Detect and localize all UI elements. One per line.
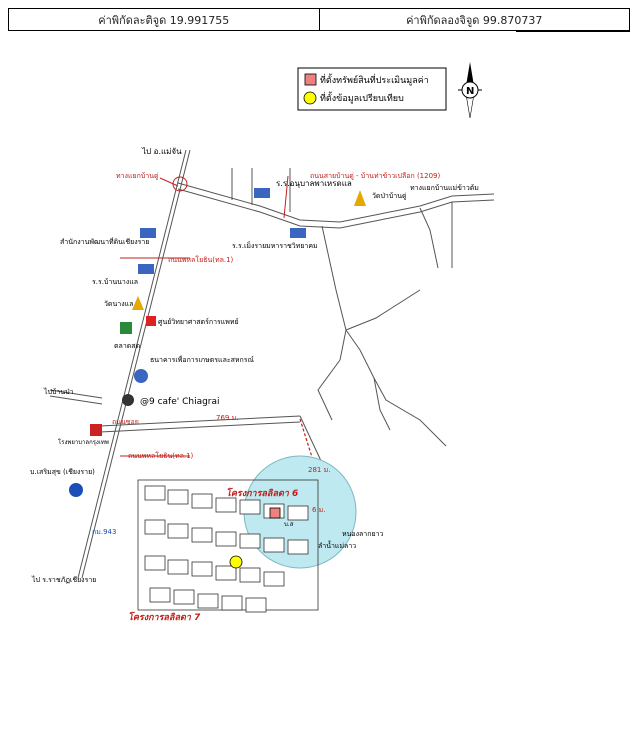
to-ban-pa-label: ไปบ้านป่า <box>43 387 74 396</box>
annotation-leaders <box>120 175 289 457</box>
lake-label: หนองลากยาว <box>342 530 384 538</box>
restaurant-icon <box>122 394 134 406</box>
school-icon <box>254 188 270 198</box>
school-3-icon <box>138 264 154 274</box>
highway-road <box>77 149 191 579</box>
hospital-icon <box>90 424 102 436</box>
ban-du-junction-label: ทางแยกบ้านดู่ <box>116 172 159 180</box>
cafe-label: @9 cafe' Chiagrai <box>140 397 220 407</box>
temple-2-icon <box>132 296 144 310</box>
store-icon <box>120 322 132 334</box>
ban-du-road-label: ถนนสายบ้านดู่ - บ้านท่าข้าวเปลือก (1209) <box>310 172 440 180</box>
soi-label: ถนนซอย <box>112 418 139 426</box>
temple-icon <box>354 190 366 206</box>
hospital-2-label: โรงพยาบาลกรุงเทพ <box>58 438 109 446</box>
coordinate-bar: ค่าพิกัดละติจูด 19.991755 ค่าพิกัดลองจิจ… <box>8 8 630 31</box>
to-chiang-rai-label: ไป ร.ราชภัฏเชียงราย <box>31 575 96 584</box>
wat-2-label: วัดนางแล <box>104 300 133 308</box>
landmark-icons <box>69 188 366 497</box>
legend: ที่ตั้งทรัพย์สินที่ประเมินมูลค่า ที่ตั้ง… <box>297 67 447 111</box>
legend-property-label: ที่ตั้งทรัพย์สินที่ประเมินมูลค่า <box>320 73 429 86</box>
project-7-label: โครงการลลิลดา 7 <box>128 611 201 623</box>
header-underline <box>516 31 630 32</box>
compass-north-label: N <box>466 86 474 97</box>
market-label: ตลาดสด <box>114 342 140 350</box>
property-marker-icon <box>269 507 281 519</box>
ban-du-road <box>177 182 495 229</box>
hospital-label: ศูนย์วิทยาศาสตร์การแพทย์ <box>158 318 239 326</box>
subdivision-plots <box>137 479 319 613</box>
dist-281-label: 281 ม. <box>308 466 330 474</box>
local-roads <box>49 168 453 447</box>
mae-kon-junction-label: ทางแยกบ้านแม่ข้าวต้ม <box>410 184 479 192</box>
project-6-label: โครงการลลิลดา 6 <box>226 487 298 499</box>
school-2-icon <box>290 228 306 238</box>
comparable-marker-icon <box>229 555 243 569</box>
school-thai-label: ร.ร.เม็งรายมหาราชวิทยาคม <box>232 241 318 250</box>
anuban-label: ร.ร.อนุบาลพาเหรดแล <box>276 179 352 188</box>
phahonyothin-1-label: ถนนพหลโยธิน(ทล.1) <box>168 255 234 264</box>
km-label: กม.943 <box>92 528 116 536</box>
river-label: ลำน้ำแม่ลาว <box>318 539 356 550</box>
property-swatch-icon <box>304 73 317 86</box>
legend-comparable-label: ที่ตั้งข้อมูลเปรียบเทียบ <box>320 91 404 104</box>
pepsi-factory-label: บ.เสริมสุข (เชียงราย) <box>30 468 95 476</box>
prop-short-label: บ.ส <box>284 521 294 528</box>
longitude-label: ค่าพิกัดลองจิจูด 99.870737 <box>318 9 630 30</box>
wat-label: วัดป่าบ้านดู่ <box>372 192 407 200</box>
school-2-label: ร.ร.บ้านนางแล <box>92 278 138 286</box>
soi-distance-label: 769 ม. <box>216 414 238 422</box>
phahonyothin-2-label: ถนนพหลโยธิน(ทล.1) <box>128 451 194 460</box>
medical-icon <box>146 316 156 326</box>
office-icon <box>140 228 156 238</box>
latitude-label: ค่าพิกัดละติจูด 19.991755 <box>98 13 230 27</box>
compass-icon: N <box>458 62 482 119</box>
dist-6-label: 6 ม. <box>312 506 326 514</box>
bank-label: ธนาคารเพื่อการเกษตรและสหกรณ์ <box>150 355 254 364</box>
comparable-swatch-icon <box>303 91 317 105</box>
pepsi-icon <box>69 483 83 497</box>
to-mae-chan-label: ไป อ.แม่จัน <box>141 147 182 156</box>
office-label: สำนักงานพัฒนาที่ดินเชียงราย <box>60 237 149 246</box>
bank-icon <box>134 369 148 383</box>
